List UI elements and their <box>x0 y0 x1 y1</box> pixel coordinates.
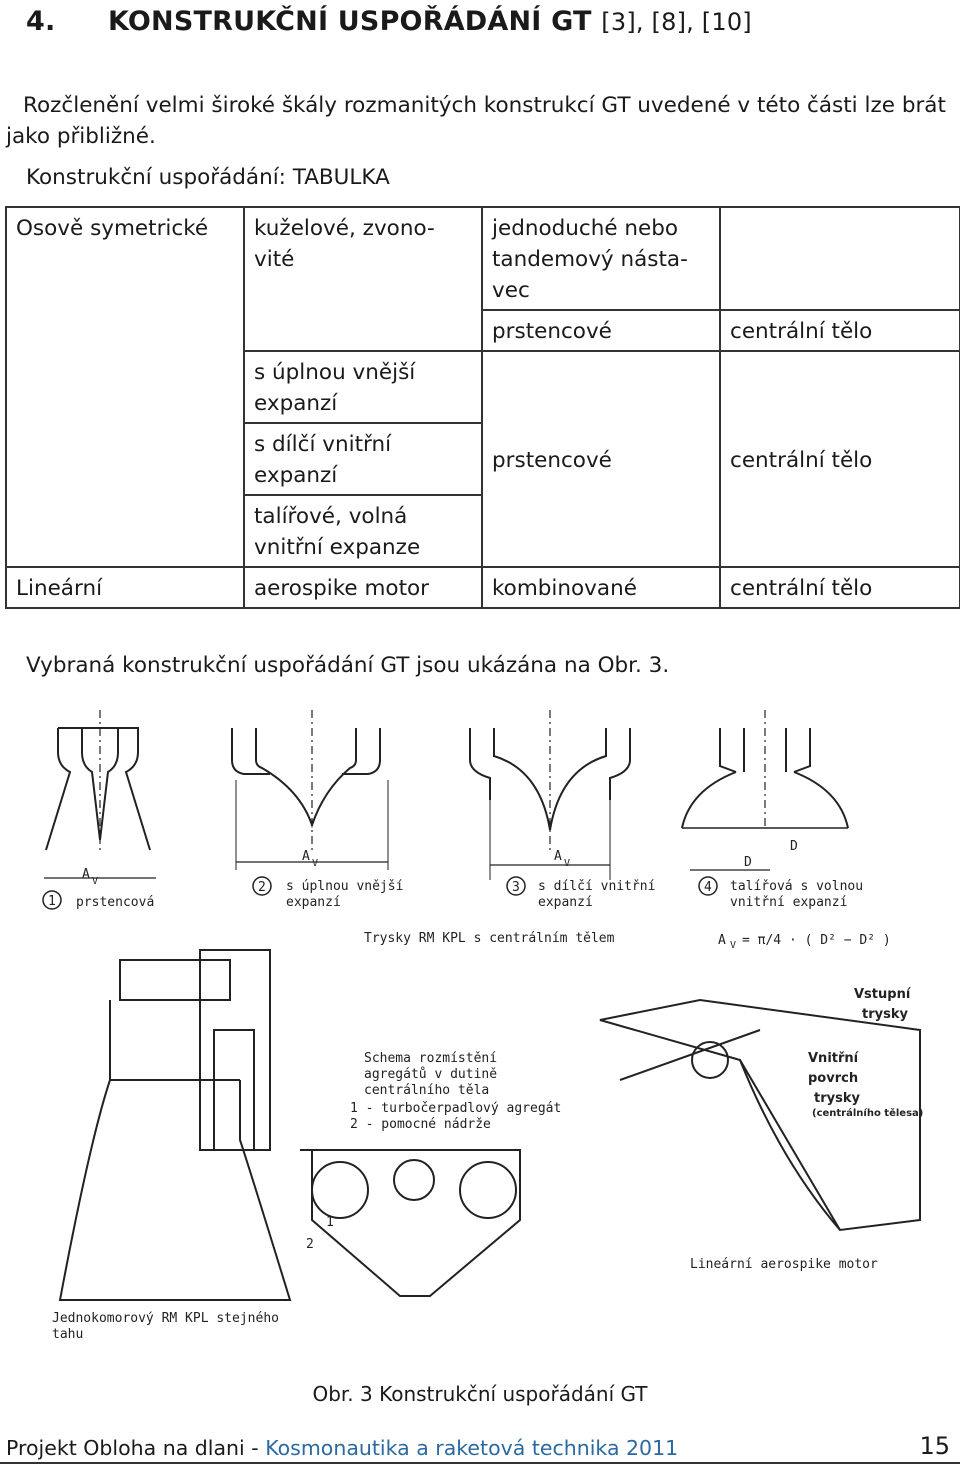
ring-nozzle-drawing <box>44 710 156 879</box>
inner-label-3: trysky <box>814 1091 860 1106</box>
table-label: Konstrukční uspořádání: TABULKA <box>26 165 390 190</box>
table-cell-combined: kombinované <box>481 566 721 609</box>
nozzle-figure: A V A V A V D D 1 prstencová 2 s úplnou … <box>42 710 923 1342</box>
table-cell-center-body-1: centrální tělo <box>719 309 960 352</box>
single-chamber-engine-drawing <box>58 949 292 1301</box>
label-do: D <box>790 839 798 854</box>
schema-line-3: centrálního těla <box>364 1083 489 1098</box>
linear-engine-caption: Lineární aerospike motor <box>690 1257 878 1272</box>
table-cell-center-body-3: centrální tělo <box>719 566 960 609</box>
table-cell-ring-2: prstencové <box>481 350 721 568</box>
table-row: talířové, volná vnitřní expanze <box>6 494 960 568</box>
table-row: Lineární aerospike motor kombinované cen… <box>5 566 960 609</box>
intro-paragraph: Rozčlenění velmi široké škály rozmanitýc… <box>6 93 946 149</box>
formula-body: = π/4 · ( D² − D² ) <box>742 933 891 948</box>
page-footer: Projekt Obloha na dlani - Kosmonautika a… <box>6 1436 678 1460</box>
table-row: s dílčí vnitřní expanzí <box>6 422 960 496</box>
inner-label-4: (centrálního tělesa) <box>812 1107 923 1119</box>
center-body-section-drawing <box>300 1149 521 1297</box>
item-2-number: 2 <box>258 880 266 895</box>
item-3-number: 3 <box>512 880 520 895</box>
section-heading: 4. KONSTRUKČNÍ USPOŘÁDÁNÍ GT [3], [8], [1… <box>26 6 752 37</box>
inner-label-1: Vnitřní <box>808 1051 860 1066</box>
section-number: 4. <box>26 6 56 37</box>
partial-internal-nozzle-drawing <box>469 710 631 880</box>
table-cell-single-tandem: jednoduché nebo tandemový násta-vec <box>481 206 721 311</box>
table-cell-partial-internal: s dílčí vnitřní expanzí <box>243 422 483 496</box>
single-engine-caption-1: Jednokomorový RM KPL stejného <box>52 1311 279 1326</box>
table-cell-plate-free: talířové, volná vnitřní expanze <box>243 494 483 568</box>
label-av-2: A <box>302 849 310 864</box>
inner-label-2: povrch <box>808 1071 858 1086</box>
full-external-nozzle-drawing <box>231 710 389 870</box>
inlet-label-1: Vstupní <box>854 987 912 1002</box>
part-label-2: 2 <box>306 1237 314 1252</box>
item-2-label-a: s úplnou vnější <box>286 879 403 894</box>
part-label-1: 1 <box>326 1215 334 1230</box>
table-cell-linear: Lineární <box>5 566 245 609</box>
label-av-3-sub: V <box>564 858 570 869</box>
label-av-1-sub: V <box>92 876 98 887</box>
schema-line-4: 1 - turbočerpadlový agregát <box>350 1101 561 1116</box>
figure-caption: Obr. 3 Konstrukční uspořádání GT <box>312 1382 648 1406</box>
table-cell-full-external: s úplnou vnější expanzí <box>243 350 483 424</box>
table-cell-aerospike: aerospike motor <box>243 566 483 609</box>
label-av-3: A <box>554 849 562 864</box>
schema-line-5: 2 - pomocné nádrže <box>350 1117 491 1132</box>
item-3-label-a: s dílčí vnitřní <box>538 879 655 894</box>
section-title: KONSTRUKČNÍ USPOŘÁDÁNÍ GT <box>108 6 592 37</box>
label-dv: D <box>744 855 752 870</box>
table-cell-empty <box>719 206 960 311</box>
formula-a: A <box>718 933 726 948</box>
label-av-2-sub: V <box>312 858 318 869</box>
layout-table: Osově symetrické kuželové, zvono-vité je… <box>5 206 960 609</box>
table-cell-cone-bell: kuželové, zvono-vité <box>243 206 483 352</box>
schema-line-2: agregátů v dutině <box>364 1067 497 1082</box>
table-cell-axisym: Osově symetrické <box>5 206 245 568</box>
plate-nozzle-drawing <box>681 710 849 871</box>
item-4-number: 4 <box>704 880 712 895</box>
item-4-label-a: talířová s volnou <box>730 879 863 894</box>
footer-accent: Kosmonautika a raketová technika 2011 <box>265 1436 679 1460</box>
table-row: s úplnou vnější expanzí prstencové centr… <box>6 350 960 568</box>
figure-intro-text: Vybraná konstrukční uspořádání GT jsou u… <box>26 653 670 678</box>
footer-prefix: Projekt Obloha na dlani - <box>6 1436 266 1460</box>
section-references: [3], [8], [10] <box>601 8 752 36</box>
table-cell-center-body-2: centrální tělo <box>719 350 960 568</box>
footer-rule <box>0 1462 960 1464</box>
table-cell-ring-1: prstencové <box>481 309 721 352</box>
schema-line-1: Schema rozmístění <box>364 1051 497 1066</box>
row-title: Trysky RM KPL s centrálním tělem <box>364 931 615 946</box>
item-1-label: prstencová <box>76 895 154 910</box>
page-number: 15 <box>919 1432 950 1460</box>
item-3-label-b: expanzí <box>538 895 593 910</box>
linear-aerospike-drawing <box>599 998 921 1232</box>
label-av-1: A <box>82 867 90 882</box>
table-row: Osově symetrické kuželové, zvono-vité je… <box>5 206 960 568</box>
item-4-label-b: vnitřní expanzí <box>730 895 847 910</box>
formula-a-sub: V <box>730 940 736 951</box>
item-1-number: 1 <box>48 894 56 909</box>
inlet-label-2: trysky <box>862 1007 908 1022</box>
table-row: prstencové centrální tělo <box>6 309 960 352</box>
item-2-label-b: expanzí <box>286 895 341 910</box>
single-engine-caption-2: tahu <box>52 1327 83 1342</box>
